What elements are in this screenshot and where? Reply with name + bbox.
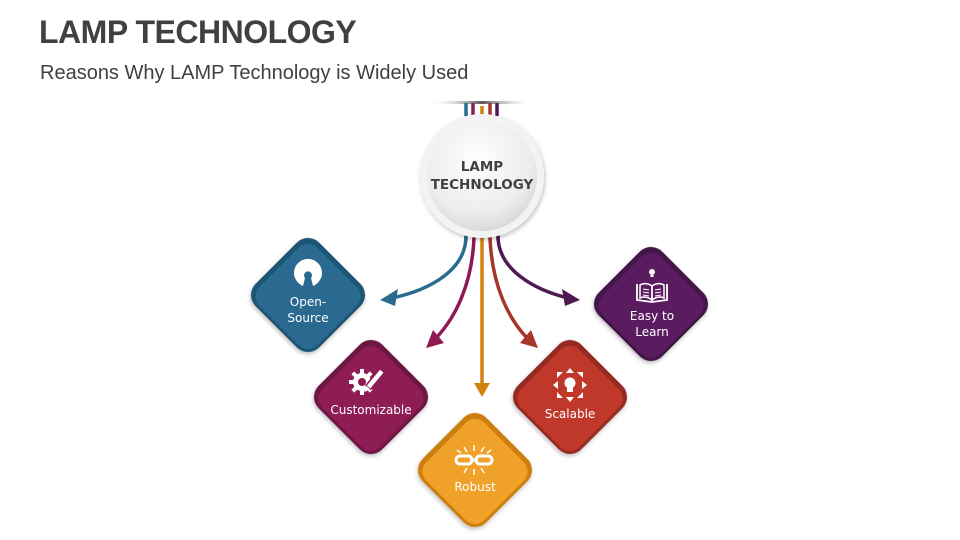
node-label-line: Source xyxy=(287,311,329,325)
node-label-line: Open- xyxy=(289,295,327,309)
node-label-customizable: Customizable xyxy=(316,402,426,418)
hub-label-line1: LAMP xyxy=(460,159,504,175)
arrow-icon xyxy=(380,289,398,306)
hub-circle xyxy=(420,114,544,238)
arrow-icon xyxy=(474,383,490,397)
node-customizable[interactable] xyxy=(307,333,434,460)
connectors xyxy=(391,235,569,385)
node-label-line: Learn xyxy=(635,325,669,339)
node-label-line: Robust xyxy=(454,480,496,494)
node-label-scalable: Scalable xyxy=(515,406,625,422)
arrow-icon xyxy=(426,330,444,348)
arrow-icon xyxy=(520,330,538,348)
open-book-icon xyxy=(636,269,668,303)
hub-label-line2: TECHNOLOGY xyxy=(430,177,534,193)
connector-open-source xyxy=(391,235,468,300)
arrowheads xyxy=(380,289,580,397)
node-label-open-source: Open- Source xyxy=(253,294,363,326)
arrow-icon xyxy=(562,289,580,306)
node-label-line: Scalable xyxy=(544,407,596,421)
connector-easy-to-learn xyxy=(496,235,569,300)
gear-pencil-icon xyxy=(349,367,386,395)
connector-scalable xyxy=(488,237,529,340)
node-open-source[interactable] xyxy=(244,231,371,358)
node-label-line: Easy to xyxy=(629,309,675,323)
hub-label: LAMP TECHNOLOGY xyxy=(420,158,544,194)
lightbulb-expand-icon xyxy=(553,368,587,402)
chain-link-icon xyxy=(454,445,494,475)
open-source-icon xyxy=(294,258,322,286)
node-robust[interactable] xyxy=(411,406,538,533)
node-easy-to-learn[interactable] xyxy=(587,240,714,367)
page-title: LAMP TECHNOLOGY xyxy=(39,14,357,50)
node-label-robust: Robust xyxy=(420,479,530,495)
node-label-easy-to-learn: Easy to Learn xyxy=(597,308,707,340)
node-label-line: Customizable xyxy=(330,403,412,417)
top-bar xyxy=(430,101,534,104)
top-connector-stubs xyxy=(464,103,499,116)
page-subtitle: Reasons Why LAMP Technology is Widely Us… xyxy=(40,62,469,84)
connector-customizable xyxy=(434,237,476,340)
